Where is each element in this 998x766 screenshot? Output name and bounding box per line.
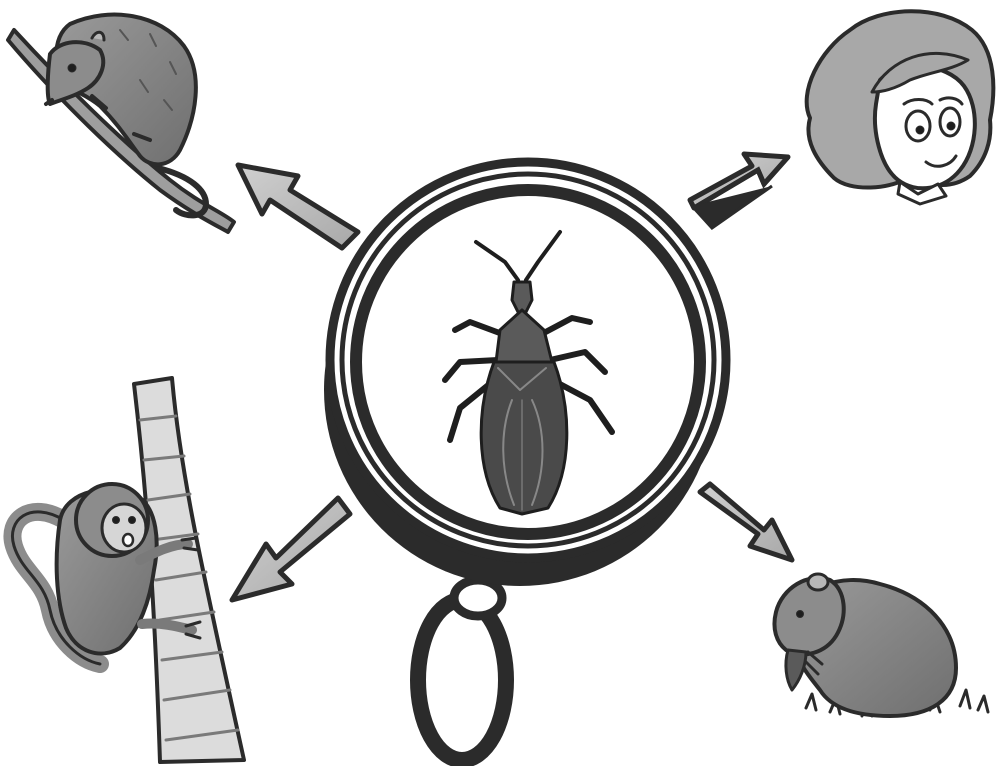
arrow-icon	[238, 165, 358, 248]
opossum-icon	[8, 15, 234, 232]
arrow-to-opossum	[238, 165, 358, 248]
arrow-to-rodent	[700, 484, 792, 560]
human-girl-icon	[807, 11, 994, 204]
arrow-icon	[232, 498, 350, 600]
arrow-to-girl	[690, 154, 788, 228]
monkey-icon	[12, 378, 244, 762]
rodent-icon	[774, 574, 988, 716]
arrow-icon	[700, 484, 792, 560]
arrow-to-monkey	[232, 498, 350, 600]
